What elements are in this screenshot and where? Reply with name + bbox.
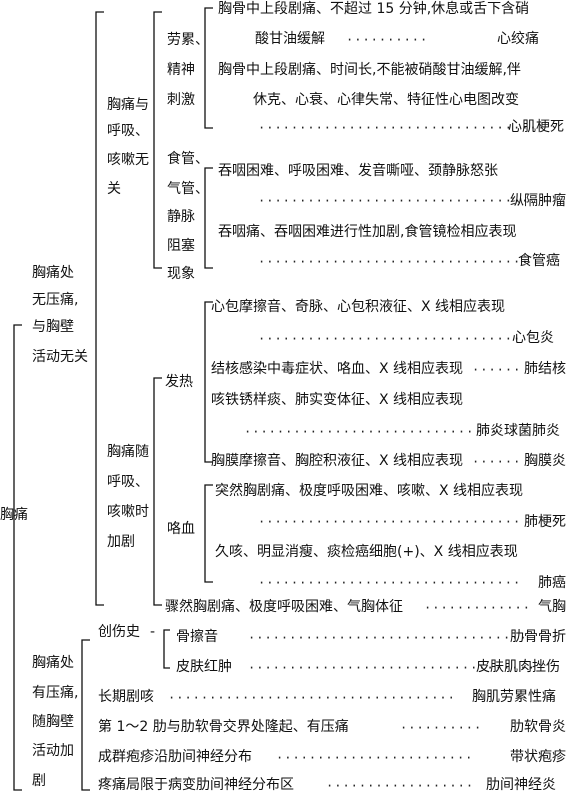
branch-a-label-3: 与胸壁 bbox=[32, 319, 74, 335]
tuberculosis-dots: ······ bbox=[472, 363, 522, 377]
group2-bracket bbox=[153, 377, 162, 606]
branch-b-bracket bbox=[81, 639, 90, 791]
group1-label-3: 咳嗽无 bbox=[107, 152, 149, 168]
branch-b-label-5: 剧 bbox=[32, 773, 46, 789]
mediastinal-dots: ································· bbox=[258, 194, 530, 208]
contusion-desc-1: 皮肤红肿 bbox=[176, 659, 232, 675]
group1-sub2-label-2: 气管、 bbox=[167, 181, 209, 197]
costochondritis-result: 肋软骨炎 bbox=[510, 719, 566, 735]
pleurisy-dots: ······ bbox=[472, 455, 522, 469]
group1-sub1-label-1: 劳累、 bbox=[167, 32, 209, 48]
group1-sub1-bracket bbox=[204, 7, 213, 129]
pneumonia-dots: ······························· bbox=[244, 425, 499, 439]
group1-sub2-bracket bbox=[204, 167, 213, 269]
mediastinal-desc-1: 吞咽困难、呼吸困难、发音嘶哑、颈静脉怒张 bbox=[218, 163, 498, 179]
trauma-dash: - bbox=[150, 624, 156, 640]
pneumonia-desc-1: 咳铁锈样痰、肺实变体征、X 线相应表现 bbox=[211, 392, 464, 408]
group1-bracket bbox=[153, 11, 162, 269]
group1-sub2-label-4: 阻塞 bbox=[167, 238, 195, 254]
intercostal-neuritis-desc-1: 疼痛局限于病变肋间神经分布区 bbox=[98, 777, 294, 793]
costochondritis-desc-1: 第 1～2 肋与肋软骨交界处隆起、有压痛 bbox=[98, 719, 349, 735]
group2-label-2: 呼吸、 bbox=[107, 474, 149, 490]
mi-dots: ··································· bbox=[258, 121, 546, 135]
group1-label-1: 胸痛与 bbox=[107, 97, 149, 113]
contusion-dots: ··································· bbox=[248, 661, 536, 675]
mediastinal-result: 纵隔肿瘤 bbox=[510, 193, 566, 209]
intercostal-neuritis-dots: ·················· bbox=[326, 779, 475, 793]
angina-desc-1: 胸骨中上段剧痛、不超过 15 分钟,休息或舌下含硝 bbox=[218, 1, 530, 17]
branch-a-label-1: 胸痛处 bbox=[32, 265, 74, 281]
pulmonary-infarction-result: 肺梗死 bbox=[524, 514, 566, 530]
group1-label-2: 呼吸、 bbox=[107, 123, 149, 139]
pulmonary-infarction-dots: ································ bbox=[258, 515, 522, 529]
contusion-result: 皮肤肌肉挫伤 bbox=[476, 659, 560, 675]
branch-b-label-3: 随胸壁 bbox=[32, 714, 74, 730]
angina-result: 心绞痛 bbox=[497, 31, 539, 47]
pleurisy-desc-1: 胸膜摩擦音、胸腔积液征、X 线相应表现 bbox=[211, 453, 464, 469]
group1-sub2-label-1: 食管、 bbox=[167, 151, 209, 167]
branch-b-label-2: 有压痛, bbox=[32, 685, 79, 701]
group1-sub2-label-5: 现象 bbox=[167, 266, 195, 282]
branch-a-bracket bbox=[95, 11, 104, 606]
mi-result: 心肌梗死 bbox=[508, 119, 564, 135]
herpes-zoster-desc-1: 成群疱疹沿肋间神经分布 bbox=[98, 749, 252, 765]
hemoptysis-label: 咯血 bbox=[167, 521, 195, 537]
chest-muscle-result: 胸肌劳累性痛 bbox=[472, 689, 556, 705]
chest-muscle-desc-1: 长期剧咳 bbox=[98, 689, 154, 705]
fever-label: 发热 bbox=[165, 374, 193, 390]
branch-a-label-2: 无压痛, bbox=[32, 292, 79, 308]
group2-label-1: 胸痛随 bbox=[107, 444, 149, 460]
rib-fracture-dots: ·································· bbox=[248, 631, 528, 645]
branch-b-label-1: 胸痛处 bbox=[32, 655, 74, 671]
lung-cancer-desc-1: 久咳、明显消瘦、痰检癌细胞(+)、X 线相应表现 bbox=[215, 544, 518, 560]
pericarditis-dots: ································ bbox=[258, 332, 522, 346]
tuberculosis-result: 肺结核 bbox=[524, 361, 566, 377]
pericarditis-desc-1: 心包摩擦音、奇脉、心包积液征、X 线相应表现 bbox=[211, 299, 506, 315]
root-bracket bbox=[13, 324, 22, 791]
pneumonia-result: 肺炎球菌肺炎 bbox=[476, 423, 560, 439]
intercostal-neuritis-result: 肋间神经炎 bbox=[486, 777, 556, 793]
lung-cancer-dots: ································ bbox=[258, 576, 522, 590]
pulmonary-infarction-desc-1: 突然胸剧痛、极度呼吸困难、咳嗽、X 线相应表现 bbox=[215, 483, 524, 499]
pneumothorax-desc-1: 骤然胸剧痛、极度呼吸困难、气胸体征 bbox=[165, 599, 403, 615]
tuberculosis-desc-1: 结核感染中毒症状、咯血、X 线相应表现 bbox=[211, 361, 464, 377]
lung-cancer-result: 肺癌 bbox=[538, 575, 566, 591]
rib-fracture-desc-1: 骨擦音 bbox=[176, 629, 218, 645]
mi-desc-2: 休克、心衰、心律失常、特征性心电图改变 bbox=[253, 92, 519, 108]
angina-desc-2: 酸甘油缓解 bbox=[255, 31, 325, 47]
chest-muscle-dots: ··································· bbox=[168, 691, 456, 705]
angina-dots: ·········· bbox=[346, 33, 429, 47]
trauma-bracket bbox=[163, 629, 170, 669]
esophageal-desc-1: 吞咽痛、吞咽困难进行性加剧,食管镜检相应表现 bbox=[218, 224, 517, 240]
rib-fracture-result: 肋骨骨折 bbox=[510, 629, 566, 645]
pneumothorax-result: 气胸 bbox=[538, 599, 566, 615]
pleurisy-result: 胸膜炎 bbox=[524, 453, 566, 469]
group2-label-3: 咳嗽时 bbox=[107, 504, 149, 520]
group1-sub1-label-2: 精神 bbox=[167, 62, 195, 78]
trauma-label: 创伤史 bbox=[98, 624, 140, 640]
group2-label-4: 加剧 bbox=[107, 534, 135, 550]
pericarditis-result: 心包炎 bbox=[512, 330, 554, 346]
hemoptysis-bracket bbox=[204, 484, 213, 583]
branch-a-label-4: 活动无关 bbox=[32, 349, 88, 365]
herpes-zoster-result: 带状疱疹 bbox=[510, 749, 566, 765]
group1-sub2-label-3: 静脉 bbox=[167, 209, 195, 225]
fever-bracket bbox=[204, 301, 213, 463]
mi-desc-1: 胸骨中上段剧痛、时间长,不能被硝酸甘油缓解,伴 bbox=[218, 62, 521, 78]
esophageal-dots: ································· bbox=[258, 255, 530, 269]
herpes-zoster-dots: ························ bbox=[276, 751, 474, 765]
branch-b-label-4: 活动加 bbox=[32, 743, 74, 759]
costochondritis-dots: ·········· bbox=[400, 721, 483, 735]
esophageal-result: 食管癌 bbox=[518, 253, 560, 269]
pneumothorax-dots: ············· bbox=[424, 601, 531, 615]
root-label-1: 胸痛 bbox=[0, 507, 28, 523]
group1-sub1-label-3: 刺激 bbox=[167, 92, 195, 108]
group1-label-4: 关 bbox=[107, 181, 121, 197]
